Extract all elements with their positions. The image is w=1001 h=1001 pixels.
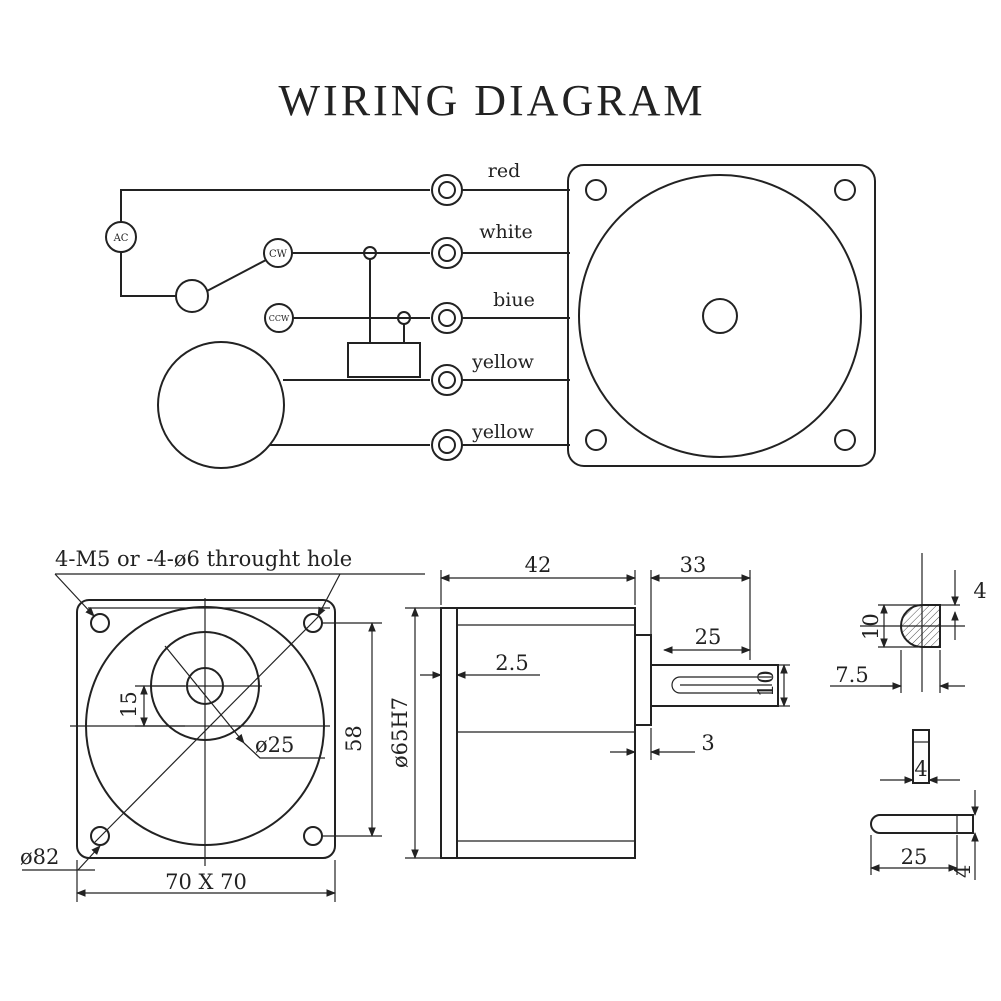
mount-span-dimension: 58 <box>342 725 366 752</box>
front-view: 4-M5 or -4-ø6 throught hole ø82 ø25 15 5… <box>20 547 425 902</box>
flange-thickness-dimension: 2.5 <box>495 651 528 675</box>
shaft-step-dimension: 3 <box>701 731 714 755</box>
side-view: ø65H7 42 2.5 33 25 10 3 <box>388 553 790 859</box>
motor-face-outline <box>567 164 876 467</box>
wire-label-blue: biue <box>493 289 535 311</box>
wire-label-yellow-2: yellow <box>471 421 535 443</box>
shaft-diameter-dimension: 10 <box>754 670 778 697</box>
wiring-schematic: AC CW CCW <box>105 160 876 469</box>
key-width-dimension: 4 <box>914 757 927 781</box>
shaft-section: 10 4 7.5 <box>830 553 987 693</box>
section-width-dimension: 7.5 <box>835 663 868 687</box>
square-dimension: 70 X 70 <box>165 870 247 894</box>
shaft-flat-dimension: 25 <box>695 625 722 649</box>
terminal-blue <box>431 302 463 334</box>
section-height-dimension: 10 <box>859 613 883 640</box>
shaft-length-dimension: 33 <box>680 553 707 577</box>
motor-winding-circle <box>157 341 285 469</box>
terminal-yellow-1 <box>431 364 463 396</box>
key-length-dimension: 25 <box>901 845 928 869</box>
hole-note: 4-M5 or -4-ø6 throught hole <box>55 547 352 571</box>
boss-diameter-dimension: ø25 <box>255 733 294 757</box>
wire-label-yellow-1: yellow <box>471 351 535 373</box>
pcd-dimension: ø82 <box>20 845 59 869</box>
ac-symbol-label: AC <box>113 233 129 244</box>
diagram-title: WIRING DIAGRAM <box>279 76 706 125</box>
cw-symbol-label: CW <box>269 249 288 260</box>
section-flat-dimension: 4 <box>973 579 986 603</box>
terminal-yellow-2 <box>431 429 463 461</box>
wire-label-red: red <box>488 160 521 182</box>
center-offset-dimension: 15 <box>117 691 141 718</box>
terminal-red <box>431 174 463 206</box>
capacitor-box <box>347 342 421 378</box>
ccw-symbol-label: CCW <box>269 314 290 323</box>
key-height-dimension: 4 <box>951 865 975 878</box>
key-detail: 4 25 4 <box>870 729 979 880</box>
pilot-diameter-dimension: ø65H7 <box>388 697 412 768</box>
terminal-white <box>431 237 463 269</box>
wire-label-white: white <box>479 221 532 243</box>
body-length-dimension: 42 <box>525 553 552 577</box>
